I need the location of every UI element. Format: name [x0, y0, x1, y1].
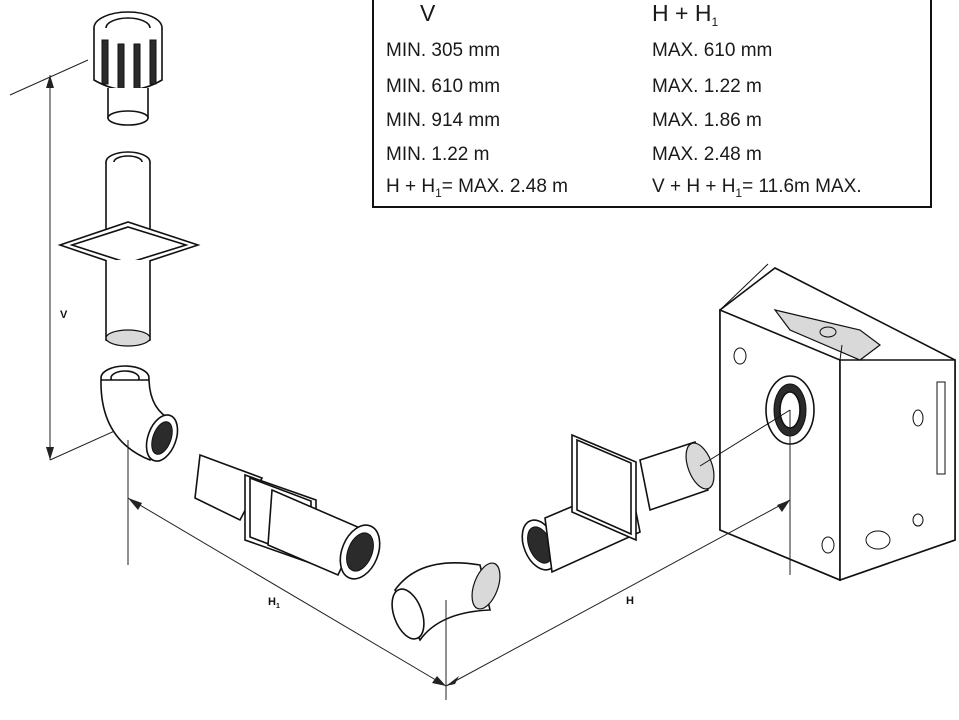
left-horizontal-pipe: [194, 453, 381, 580]
row-3-h: MAX. 1.86 m: [652, 110, 762, 131]
header-v: V: [420, 0, 436, 26]
vertical-termination-cap: [93, 11, 163, 126]
row-2-v: MIN. 610 mm: [386, 76, 501, 97]
top-elbow: [100, 365, 179, 462]
dimension-h1: [127, 440, 447, 687]
row-3-v: MIN. 914 mm: [386, 110, 501, 131]
stove-unit: [719, 263, 956, 582]
dimension-h: [445, 409, 791, 700]
label-h: H: [626, 595, 634, 607]
bottom-elbow: [391, 562, 501, 642]
header-h-h1: H + H1: [652, 0, 719, 29]
row-2-h: MAX. 1.22 m: [652, 76, 762, 97]
row-1-h: MAX. 610 mm: [652, 40, 773, 61]
footer-left: H + H1= MAX. 2.48 m: [386, 176, 568, 200]
dimension-v: [9, 59, 129, 461]
label-h1: H1: [268, 596, 280, 610]
row-4-v: MIN. 1.22 m: [386, 144, 490, 165]
label-v: V: [60, 309, 68, 321]
row-1-v: MIN. 305 mm: [386, 40, 501, 61]
footer-right: V + H + H1= 11.6m MAX.: [652, 176, 862, 200]
vent-length-table: V H + H1 MIN. 305 mm MAX. 610 mm MIN. 61…: [372, 0, 932, 208]
right-horizontal-pipe: [521, 433, 715, 574]
vertical-pipe: [57, 151, 201, 347]
row-4-h: MAX. 2.48 m: [652, 144, 762, 165]
